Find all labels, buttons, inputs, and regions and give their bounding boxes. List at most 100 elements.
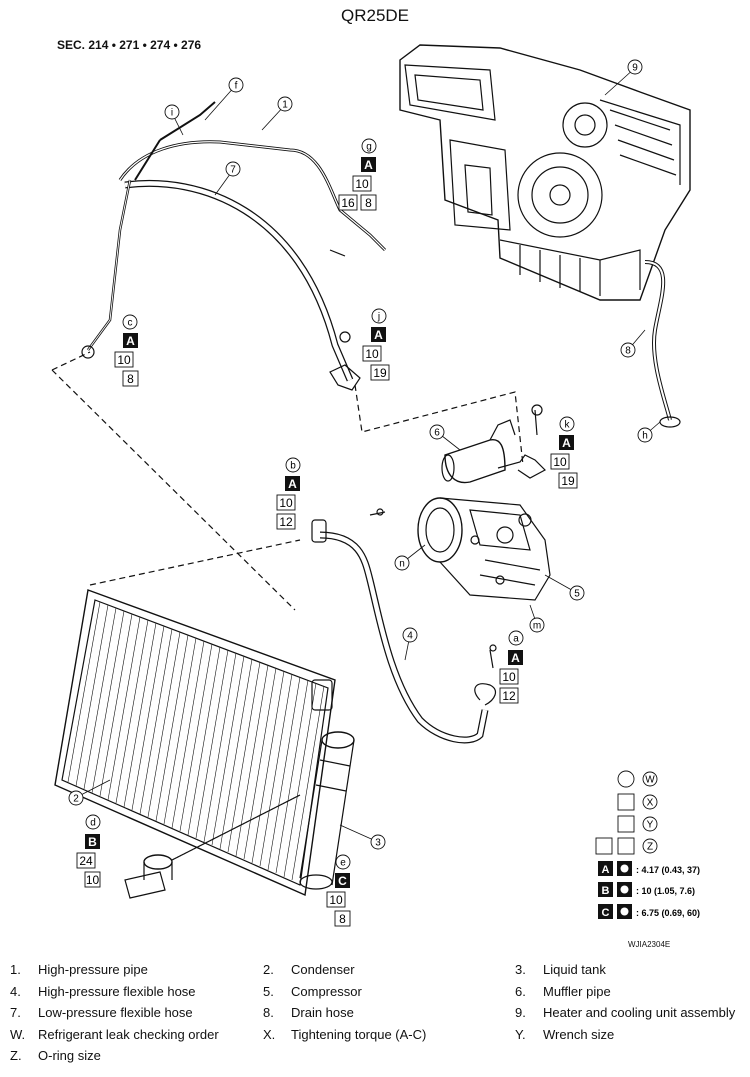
svg-text:Z: Z bbox=[647, 842, 653, 853]
callout-j: j bbox=[371, 308, 387, 324]
svg-text:10: 10 bbox=[365, 347, 379, 361]
svg-text:a: a bbox=[513, 634, 519, 645]
svg-text:: 4.17 (0.43, 37): : 4.17 (0.43, 37) bbox=[636, 865, 700, 875]
legend-item: 6.Muffler pipe bbox=[515, 984, 611, 999]
callout-g: g bbox=[361, 138, 377, 154]
heater-cooling-unit-assembly bbox=[399, 44, 691, 301]
figure-code: WJIA2304E bbox=[628, 940, 671, 949]
low-pressure-flexible-hose bbox=[124, 179, 354, 382]
svg-text:16: 16 bbox=[341, 196, 355, 210]
svg-text:d: d bbox=[90, 818, 96, 829]
svg-text:C: C bbox=[338, 874, 347, 888]
legend-item: 7. Low-pressure flexible hose bbox=[10, 1005, 193, 1020]
svg-text:7: 7 bbox=[230, 165, 236, 176]
compressor bbox=[417, 497, 551, 601]
svg-text:f: f bbox=[235, 81, 238, 92]
svg-text:8: 8 bbox=[625, 346, 631, 357]
svg-text:3: 3 bbox=[375, 838, 381, 849]
section-reference: SEC. 214 • 271 • 274 • 276 bbox=[57, 38, 202, 52]
legend-text: High-pressure flexible hose bbox=[38, 983, 196, 999]
liquid-tank bbox=[299, 731, 355, 890]
legend-text: Condenser bbox=[291, 962, 355, 977]
svg-text:10: 10 bbox=[329, 893, 343, 907]
connection-label-e: C 10 8 bbox=[326, 873, 351, 927]
svg-text:A: A bbox=[511, 651, 520, 665]
key-symbol-X: X bbox=[642, 794, 658, 810]
svg-text:A: A bbox=[288, 477, 297, 491]
svg-text:10: 10 bbox=[553, 455, 567, 469]
legend-item: Y. Wrench size bbox=[515, 1027, 614, 1042]
svg-text:9: 9 bbox=[632, 63, 638, 74]
svg-text:A: A bbox=[602, 864, 610, 876]
callout-9: 9 bbox=[627, 59, 643, 75]
svg-text:5: 5 bbox=[574, 589, 580, 600]
legend-number: 2. bbox=[263, 962, 274, 977]
svg-text:10: 10 bbox=[86, 873, 100, 887]
callout-a: a bbox=[508, 630, 524, 646]
legend-text: Liquid tank bbox=[543, 962, 606, 977]
callout-b: b bbox=[285, 457, 301, 473]
legend-number: 9. bbox=[515, 1005, 526, 1020]
svg-text:19: 19 bbox=[373, 366, 387, 380]
callout-c: c bbox=[122, 314, 138, 330]
diagram-title: QR25DE bbox=[340, 6, 410, 25]
legend-item: 8.Drain hose bbox=[263, 1005, 354, 1020]
legend-text: Compressor bbox=[291, 983, 362, 999]
callout-d: d bbox=[85, 814, 101, 830]
svg-text:A: A bbox=[374, 328, 383, 342]
svg-text:h: h bbox=[642, 431, 648, 442]
legend-item: 4.High-pressure flexible hose bbox=[10, 984, 196, 999]
svg-text:12: 12 bbox=[502, 689, 516, 703]
callout-5: 5 bbox=[569, 585, 585, 601]
legend-number: X. bbox=[263, 1026, 276, 1042]
svg-text:C: C bbox=[602, 907, 610, 919]
legend-text: High-pressure pipe bbox=[38, 962, 148, 977]
svg-text:A: A bbox=[562, 436, 571, 450]
svg-text:: 6.75 (0.69, 60): : 6.75 (0.69, 60) bbox=[636, 908, 700, 918]
svg-text:B: B bbox=[602, 885, 610, 897]
svg-text:8: 8 bbox=[339, 912, 346, 926]
legend-text: Wrench size bbox=[543, 1026, 615, 1042]
svg-text:X: X bbox=[647, 798, 654, 809]
callout-e: e bbox=[335, 854, 351, 870]
legend-number: Z. bbox=[10, 1048, 22, 1063]
svg-text:B: B bbox=[88, 835, 97, 849]
legend-number: 5. bbox=[263, 983, 274, 999]
legend-text: Tightening torque (A-C) bbox=[291, 1026, 427, 1042]
callout-h: h bbox=[637, 427, 653, 443]
legend-text: Drain hose bbox=[291, 1005, 354, 1020]
callout-k: k bbox=[559, 416, 575, 432]
drain-hose bbox=[644, 260, 672, 421]
torque-key-A: A : 4.17 (0.43, 37) bbox=[598, 861, 700, 876]
svg-text:10: 10 bbox=[117, 353, 131, 367]
svg-text:e: e bbox=[340, 858, 346, 869]
legend-number: 7. bbox=[10, 1005, 21, 1020]
connection-label-j: A 10 19 bbox=[362, 327, 390, 381]
key-symbol-W: W bbox=[642, 771, 658, 787]
legend-text: O-ring size bbox=[38, 1048, 101, 1063]
torque-key-B: B: 10 (1.05, 7.6) bbox=[598, 882, 695, 897]
legend-number: 1. bbox=[10, 962, 21, 977]
legend-text: Refrigerant leak checking order bbox=[38, 1026, 219, 1042]
svg-text:1: 1 bbox=[282, 100, 288, 111]
svg-text:2: 2 bbox=[73, 794, 79, 805]
legend-text: Low-pressure flexible hose bbox=[38, 1005, 193, 1020]
svg-text:6: 6 bbox=[434, 428, 440, 439]
callout-3: 3 bbox=[370, 834, 386, 850]
svg-text:i: i bbox=[171, 108, 173, 119]
legend-number: 6. bbox=[515, 983, 526, 999]
svg-text:8: 8 bbox=[127, 372, 134, 386]
legend-item: 1. High-pressure pipe bbox=[10, 962, 148, 977]
svg-text:A: A bbox=[364, 158, 373, 172]
callout-i: i bbox=[164, 104, 180, 120]
legend-number: 3. bbox=[515, 962, 526, 977]
svg-text:10: 10 bbox=[279, 496, 293, 510]
legend-number: Y. bbox=[515, 1026, 526, 1042]
callout-6: 6 bbox=[429, 424, 445, 440]
legend-number: W. bbox=[10, 1026, 26, 1042]
